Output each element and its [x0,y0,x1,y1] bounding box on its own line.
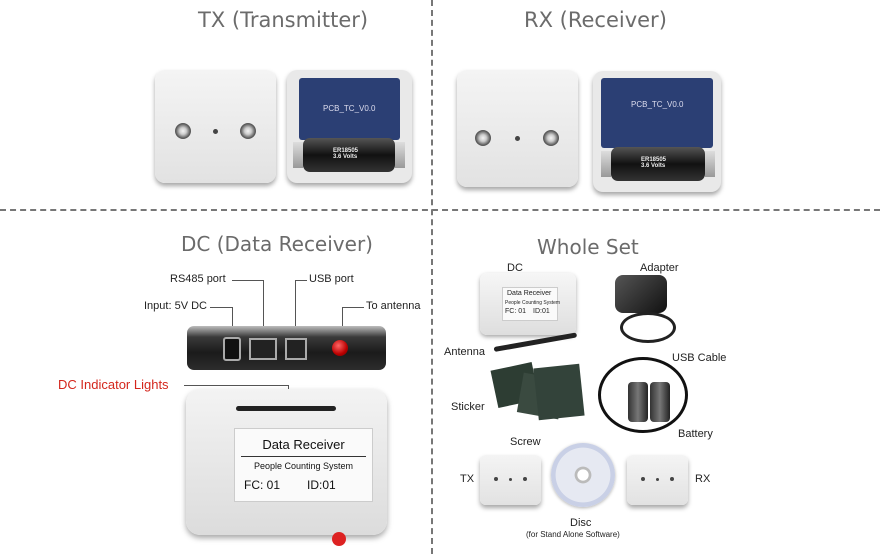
ws-tx-lens [494,477,498,481]
ws-tx-label: TX [460,473,475,485]
dc-rs485-jack [249,338,277,360]
tx-center-hole [213,129,218,134]
usb-port-callout: USB port [309,273,354,285]
ws-tx-hole [509,478,512,481]
ws-rx-label: RX [695,473,711,485]
ws-sticker [533,363,585,421]
tx-battery: ER18505 3.6 Volts [303,138,395,172]
rx-open-unit: PCB_TC_V0.0 ER18505 3.6 Volts [593,71,721,192]
ws-adapter [615,275,667,313]
ws-rx-lens [670,477,674,481]
ws-dc-label-subtitle: People Counting System [505,300,561,306]
callout-line [184,385,288,386]
callout-line [232,280,264,281]
antenna-callout: To antenna [366,300,421,312]
dc-label-title: Data Receiver [262,437,345,452]
ws-rx-unit [627,455,688,505]
ws-screw-label: Screw [510,436,541,448]
ws-adapter-label: Adapter [640,262,679,274]
dc-section-title: DC (Data Receiver) [181,232,373,256]
ws-disc-note: (for Stand Alone Software) [526,530,620,539]
rx-sensor-lens-right [543,130,559,146]
horizontal-divider [0,209,880,211]
vertical-divider [431,0,433,554]
callout-line [232,307,233,335]
tx-battery-terminal-right [395,142,405,168]
tx-sensor-lens-right [240,123,256,139]
dc-side-view [187,326,386,370]
dc-usb-jack [285,338,307,360]
ws-usb-cable-label: USB Cable [672,352,727,364]
dc-front-view: Data Receiver People Counting System FC:… [186,389,387,535]
whole-set-section-title: Whole Set [537,235,639,259]
ws-dc-label-id: ID:01 [533,308,550,315]
ws-antenna-label: Antenna [444,346,485,358]
dc-label-panel: Data Receiver People Counting System FC:… [234,428,373,502]
callout-line [210,307,232,308]
ws-dc-label: DC [507,262,523,274]
rs485-port-callout: RS485 port [170,273,226,285]
rx-section-title: RX (Receiver) [524,8,667,32]
callout-line [295,280,296,334]
tx-battery-terminal-left [293,142,303,168]
dc-power-jack [223,337,241,361]
callout-line [295,280,307,281]
rx-battery-terminal-right [705,151,715,177]
ws-antenna [493,332,578,352]
ws-tx-lens [523,477,527,481]
ws-battery [628,382,648,422]
rx-center-hole [515,136,520,141]
tx-closed-unit [155,70,276,183]
ws-rx-hole [656,478,659,481]
tx-section-title: TX (Transmitter) [198,8,369,32]
rx-battery: ER18505 3.6 Volts [611,147,705,181]
ws-sticker-label: Sticker [451,401,485,413]
tx-open-unit: PCB_TC_V0.0 ER18505 3.6 Volts [287,70,412,183]
ws-adapter-cable [620,312,676,343]
callout-line [263,280,264,334]
dc-antenna-stub [332,532,346,546]
ws-rx-lens [641,477,645,481]
rx-pcb-label: PCB_TC_V0.0 [631,100,684,109]
rx-battery-terminal-left [601,151,611,177]
power-input-callout: Input: 5V DC [144,300,207,312]
ws-battery [650,382,670,422]
dc-label-rule [241,456,366,457]
dc-indicator-light-bar [236,406,336,411]
tx-pcb-label: PCB_TC_V0.0 [323,104,376,113]
rx-closed-unit [457,70,578,187]
ws-dc-label-panel: Data Receiver People Counting System FC:… [502,287,561,321]
tx-pcb: PCB_TC_V0.0 [299,78,400,140]
ws-dc-label-fc: FC: 01 [505,308,527,315]
rx-battery-label: ER18505 3.6 Volts [641,157,667,169]
ws-dc-label-title: Data Receiver [507,290,552,297]
dc-antenna-connector [332,340,348,356]
ws-disc-label: Disc [570,517,592,529]
ws-battery-label: Battery [678,428,713,440]
dc-label-subtitle: People Counting System [253,461,354,471]
tx-battery-label: ER18505 3.6 Volts [333,148,359,160]
dc-label-id: ID:01 [307,478,336,492]
ws-disc [551,443,615,507]
ws-dc-unit: Data Receiver People Counting System FC:… [480,273,576,335]
dc-label-fc: FC: 01 [244,478,281,492]
callout-line [342,307,364,308]
ws-usb-cable [598,357,688,433]
tx-sensor-lens-left [175,123,191,139]
ws-tx-unit [480,455,541,505]
rx-sensor-lens-left [475,130,491,146]
callout-line [342,307,343,337]
dc-indicator-callout: DC Indicator Lights [58,377,169,392]
rx-pcb: PCB_TC_V0.0 [601,78,713,148]
